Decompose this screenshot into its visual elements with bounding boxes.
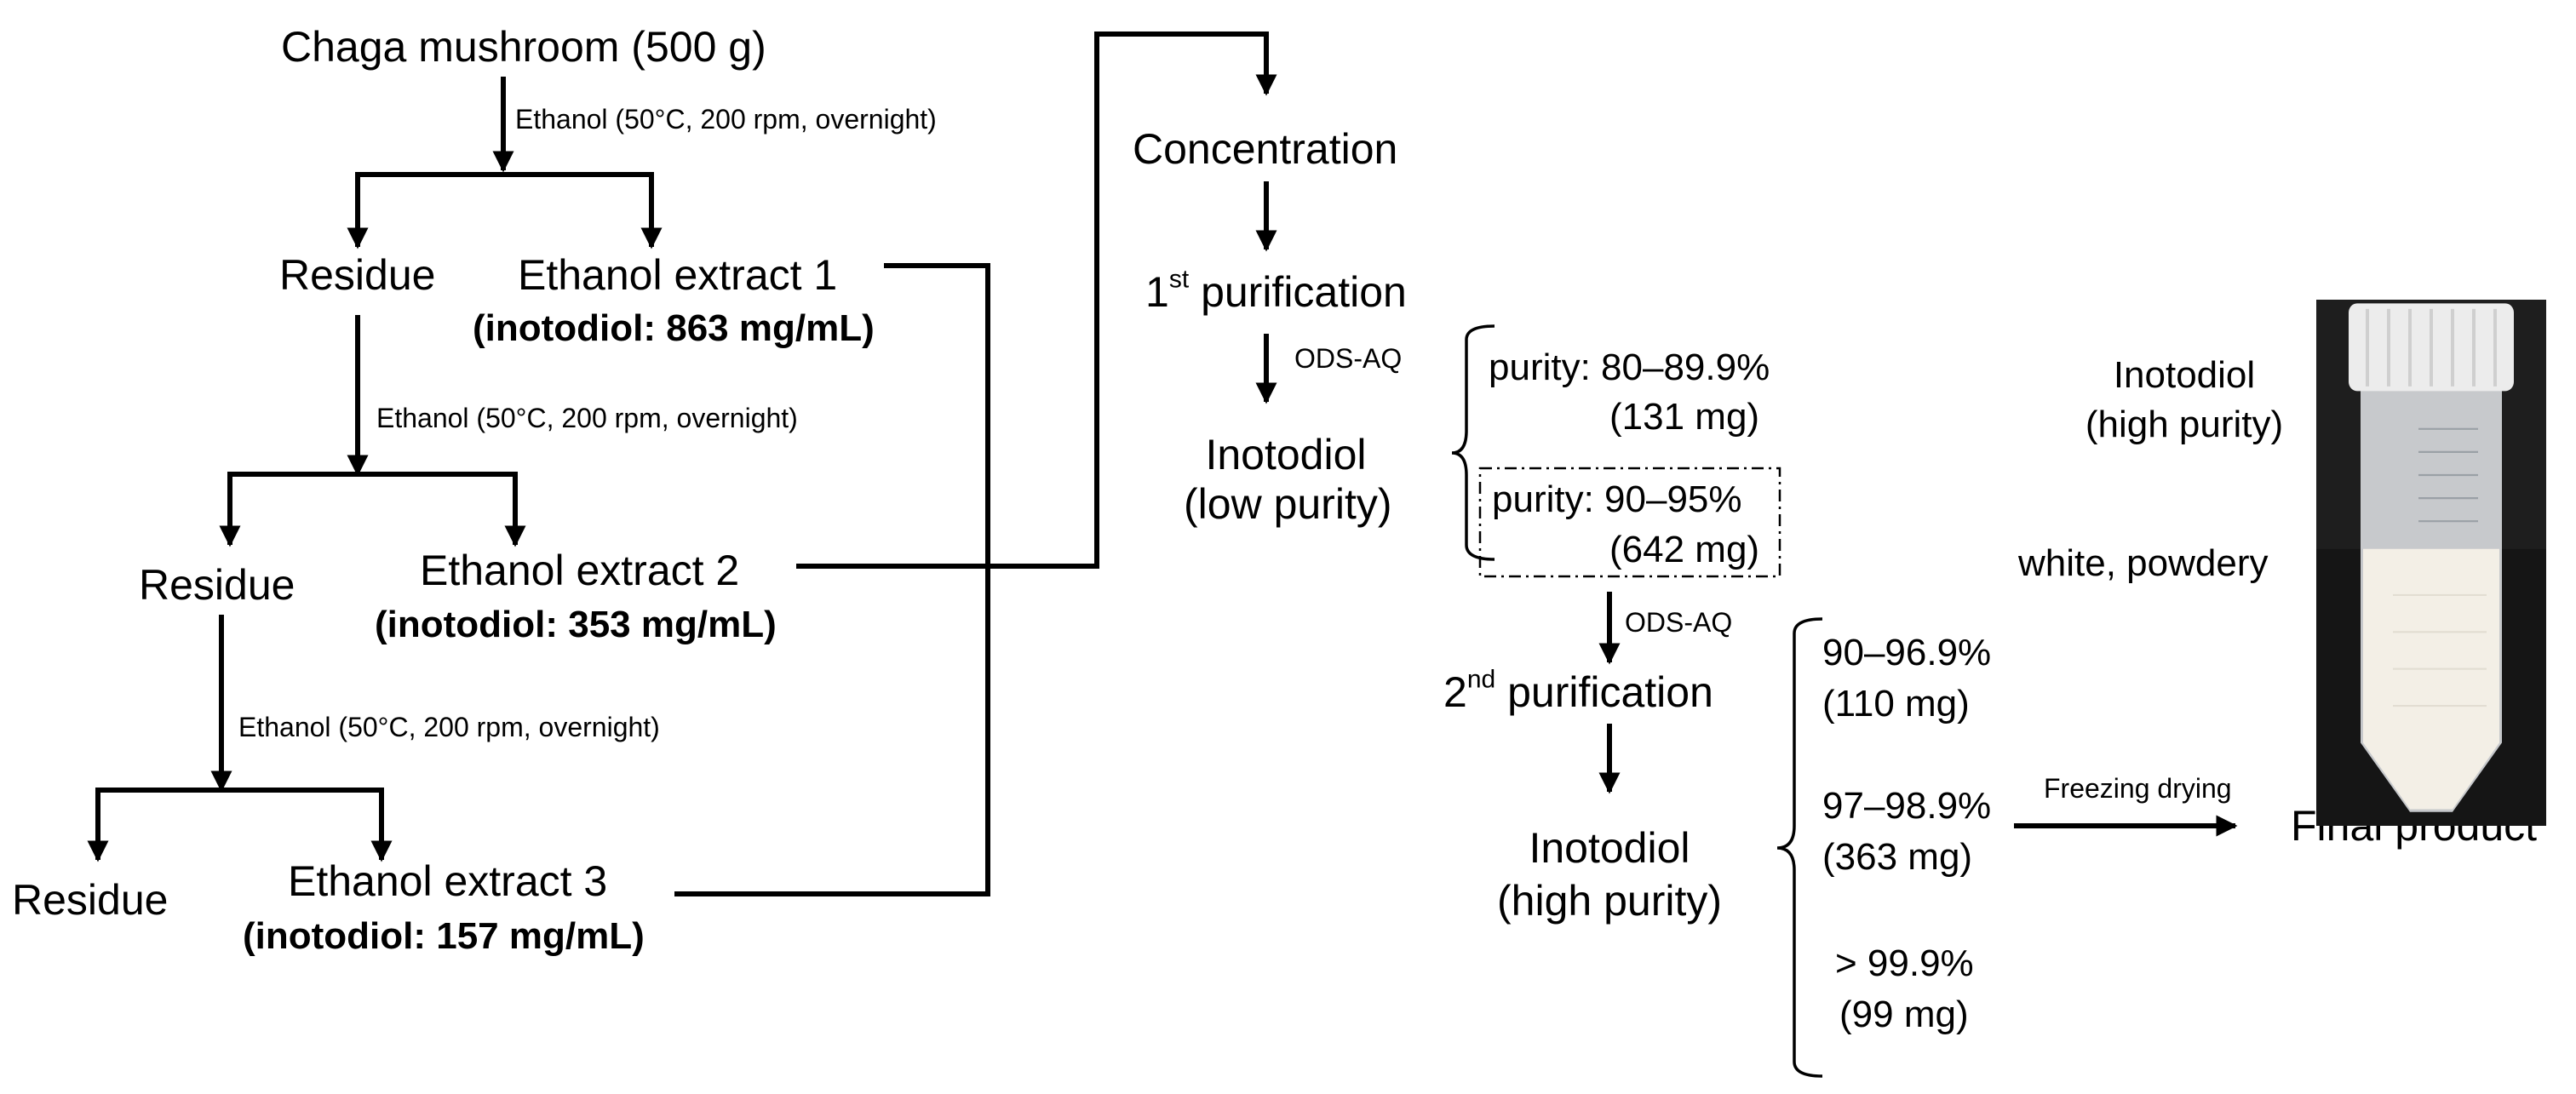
final-fraction-1-mass: (110 mg): [1822, 683, 1970, 725]
selected-fraction-box: [1478, 467, 1781, 578]
high-purity-line-1: Inotodiol: [1529, 824, 1690, 872]
brace-high-purity: [1776, 617, 1823, 1078]
second-purification: 2nd purification: [1443, 667, 1713, 716]
fraction-a-purity: purity: 80–89.9%: [1489, 347, 1770, 388]
ethanol-condition-3: Ethanol (50°C, 200 rpm, overnight): [238, 712, 660, 742]
column-label-2: ODS-AQ: [1625, 607, 1733, 638]
final-fraction-3-mass: (99 mg): [1839, 994, 1969, 1035]
extract-3-concentration: (inotodiol: 157 mg/mL): [243, 915, 645, 957]
residue-1: Residue: [279, 251, 436, 299]
start-material: Chaga mushroom (500 g): [281, 23, 766, 71]
inotodiol-high-purity: Inotodiol (high purity): [1482, 822, 1737, 927]
product-label: Inotodiol (high purity): [2069, 351, 2299, 450]
final-fraction-2-mass: (363 mg): [1822, 836, 1973, 878]
residue-3: Residue: [12, 876, 169, 924]
first-purification: 1st purification: [1145, 266, 1407, 316]
first-purification-sup: st: [1168, 265, 1190, 294]
first-purification-label: purification: [1201, 268, 1407, 316]
final-fraction-2-purity: 97–98.9%: [1822, 785, 1992, 827]
concentration-step: Concentration: [1133, 125, 1398, 173]
ethanol-condition-1: Ethanol (50°C, 200 rpm, overnight): [515, 104, 937, 135]
brace-low-purity: [1451, 324, 1495, 561]
high-purity-line-2: (high purity): [1497, 877, 1722, 925]
residue-2: Residue: [139, 561, 295, 609]
ethanol-extract-1: Ethanol extract 1: [518, 251, 838, 299]
extract-1-concentration: (inotodiol: 863 mg/mL): [473, 307, 875, 349]
low-purity-line-2: (low purity): [1184, 480, 1392, 528]
fraction-b-purity: purity: 90–95%: [1492, 478, 1742, 520]
fraction-a-mass: (131 mg): [1609, 396, 1760, 438]
product-appearance: white, powdery: [2018, 542, 2269, 584]
first-purification-prefix: 1: [1145, 268, 1169, 316]
final-fraction-3-purity: > 99.9%: [1835, 942, 1974, 984]
product-label-line-2: (high purity): [2085, 404, 2284, 445]
freezing-drying-label: Freezing drying: [2044, 773, 2232, 804]
column-label-1: ODS-AQ: [1294, 343, 1403, 374]
second-purification-sup: nd: [1466, 665, 1496, 694]
low-purity-line-1: Inotodiol: [1205, 431, 1367, 478]
connector-extract-1-3: [674, 263, 990, 896]
split-step1: [355, 172, 654, 247]
split-step2: [227, 472, 518, 545]
ethanol-extract-2: Ethanol extract 2: [420, 547, 740, 594]
ethanol-condition-2: Ethanol (50°C, 200 rpm, overnight): [376, 403, 798, 433]
product-label-line-1: Inotodiol: [2113, 354, 2256, 396]
inotodiol-low-purity: Inotodiol (low purity): [1184, 430, 1392, 529]
final-fraction-1-purity: 90–96.9%: [1822, 632, 1992, 673]
ethanol-extract-3: Ethanol extract 3: [288, 857, 608, 905]
second-purification-label: purification: [1507, 668, 1713, 716]
product-tube-photo: [2316, 300, 2546, 826]
extract-2-concentration: (inotodiol: 353 mg/mL): [375, 604, 777, 645]
connector-extract-2-to-concentration: [796, 32, 1269, 569]
fraction-b-mass: (642 mg): [1609, 529, 1760, 570]
split-step3: [95, 788, 384, 860]
second-purification-prefix: 2: [1443, 668, 1467, 716]
